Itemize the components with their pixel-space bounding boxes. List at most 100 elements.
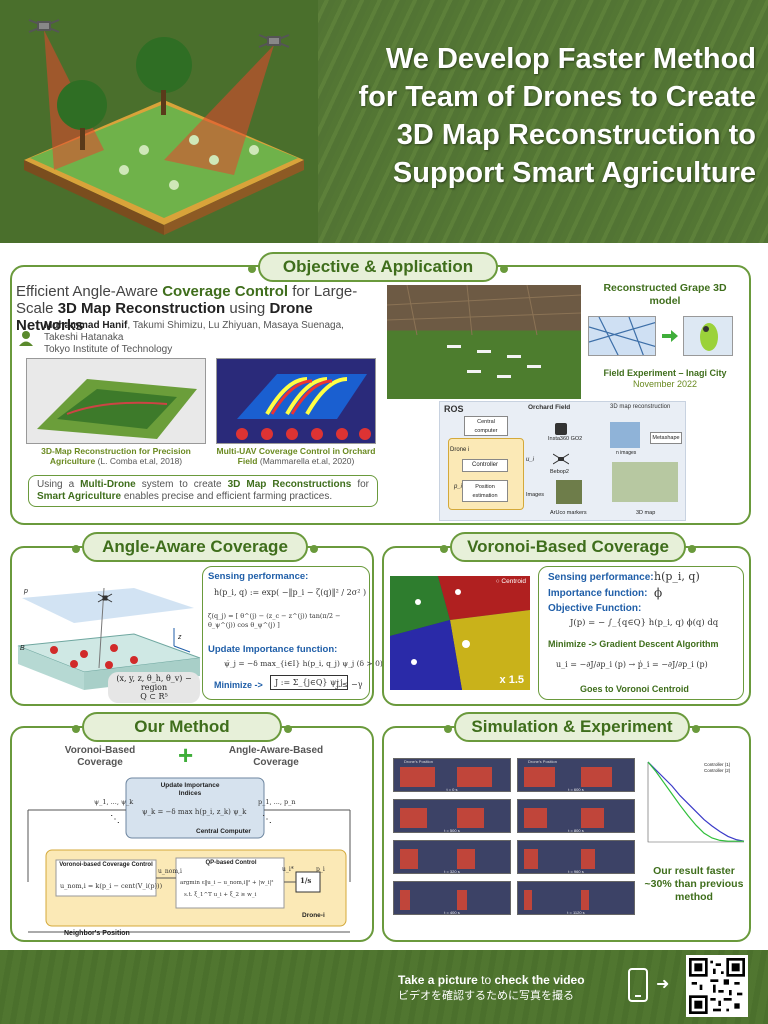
3d-map-result-image bbox=[612, 462, 678, 502]
voronoi-control-title: Voronoi-based Coverage Control bbox=[59, 862, 153, 868]
field-experiment-label: Field Experiment – Inagi City November 2… bbox=[603, 368, 727, 389]
coverage-chart bbox=[647, 761, 745, 843]
region-label: (x, y, z, θ_h, θ_v) − region Q ⊂ R⁵ bbox=[108, 672, 200, 703]
qp-eq-1: argmin ε‖u_i − u_nom,i‖² + |w_i|² bbox=[180, 880, 274, 886]
covered-region bbox=[581, 808, 604, 828]
central-computer-box: Central computer bbox=[464, 416, 508, 436]
qr-code[interactable] bbox=[686, 955, 748, 1017]
method-block-diagram bbox=[27, 777, 351, 933]
frame-top-label: Drone's Position bbox=[528, 759, 557, 764]
insta-label: Insta360 GO2 bbox=[548, 436, 583, 442]
update-importance-title: Update Importance Indices bbox=[160, 782, 220, 797]
angle-zeta-eq: ζ(q_j) = [ θ^(j) − (z_c − z^(j)) tan(π/2… bbox=[208, 612, 341, 629]
angle-sensing-eq: h(p_i, q) := exp( −‖p_i − ζ(q)‖² / 2σ² ) bbox=[214, 588, 367, 597]
axis-b-label: B bbox=[20, 645, 25, 652]
drone-icon bbox=[553, 453, 569, 465]
simulation-pill: Simulation & Experiment bbox=[444, 712, 700, 742]
voronoi-goes-to: Goes to Voronoi Centroid bbox=[580, 684, 689, 694]
controller-box: Controller bbox=[462, 459, 508, 472]
ros-label: ROS bbox=[444, 404, 464, 414]
footer-background-photo bbox=[0, 950, 768, 1024]
map-recon-label: 3D map reconstruction bbox=[610, 404, 671, 410]
simulation-frames: Drone's Position t = 0 s Drone's Position t… bbox=[393, 758, 635, 920]
legend-item-2: Controller (2) bbox=[704, 768, 731, 773]
psi-left-label: ψ_1, ..., ψ_k bbox=[94, 798, 134, 806]
frame-time-label: t = 400 s bbox=[444, 910, 460, 915]
simulation-frame: t = 500 s bbox=[393, 799, 511, 833]
poster-title: We Develop Faster Method for Team of Dro… bbox=[358, 43, 756, 189]
p-i-label: p_i bbox=[454, 484, 463, 490]
n-images-image bbox=[610, 422, 640, 448]
aruco-label: ArUco markers bbox=[550, 510, 587, 516]
covered-region bbox=[400, 890, 410, 910]
person-icon bbox=[19, 331, 33, 346]
field-photo bbox=[387, 285, 581, 399]
frame-time-label: t = 0 s bbox=[446, 787, 458, 792]
axis-p-label: p bbox=[24, 588, 28, 595]
arrow-right-icon: ➜ bbox=[656, 976, 670, 993]
axis-z-label: z bbox=[178, 634, 182, 641]
speed-label: x 1.5 bbox=[499, 674, 524, 686]
header-background-photo bbox=[318, 0, 768, 243]
simulation-frame: t = 800 s bbox=[517, 799, 635, 833]
qp-eq-2: s.t. ξ_1^T u_i + ξ_2 ≥ w_i bbox=[184, 892, 257, 898]
drone-icon bbox=[97, 593, 113, 603]
voronoi-importance-label: Importance function: bbox=[548, 588, 648, 599]
plus-icon: + bbox=[178, 740, 194, 770]
multi-uav-coverage-image bbox=[216, 358, 376, 444]
covered-region bbox=[581, 849, 596, 869]
n-images-label: n images bbox=[616, 450, 637, 456]
frame-time-label: t = 320 s bbox=[444, 869, 460, 874]
angle-minimize-eq: J := Σ_{j∈Q} ψ_j bbox=[270, 675, 348, 690]
orchard-label: Orchard Field bbox=[528, 404, 571, 411]
legend-item-1: Controller (1) bbox=[704, 762, 731, 767]
our-method-pill: Our Method bbox=[72, 712, 292, 742]
dots-left: ⋱ bbox=[110, 814, 120, 825]
voronoi-importance-sym: ϕ bbox=[654, 586, 663, 600]
angle-update-eq: ψ̇_j = −δ max_{i∈I} h(p_i, q_j) ψ_j (δ >… bbox=[224, 659, 383, 668]
reconstructed-grape-label: Reconstructed Grape 3D model bbox=[603, 282, 727, 307]
caption-multi-uav: Multi-UAV Coverage Control in Orchard Fi… bbox=[216, 446, 376, 466]
voronoi-image: ○ Centroid x 1.5 bbox=[390, 576, 530, 690]
centroid-label: ○ Centroid bbox=[495, 578, 526, 585]
integrator-label: 1/s bbox=[300, 876, 312, 885]
u-i-label: u_i bbox=[526, 457, 535, 463]
method-voronoi-label: Voronoi-Based Coverage bbox=[64, 745, 136, 768]
chart-legend: Controller (1) Controller (2) bbox=[704, 762, 730, 774]
covered-region bbox=[524, 849, 539, 869]
update-importance-eq: ψ_k = −δ max h(p_i, z_k) ψ_k bbox=[142, 808, 247, 816]
arrow-right-icon bbox=[662, 330, 678, 342]
voronoi-objective-eq: J(p) = − ∫_{q∈Q} h(p_i, q) ϕ(q) dq bbox=[570, 618, 719, 628]
voronoi-minimize: Minimize -> Gradient Descent Algorithm bbox=[548, 639, 719, 649]
angle-sensing-label: Sensing performance: bbox=[208, 571, 309, 582]
ros-diagram: ROS Orchard Field 3D map reconstruction … bbox=[439, 401, 686, 521]
neighbor-label: Neighbor's Position bbox=[64, 930, 130, 937]
covered-region bbox=[581, 890, 589, 910]
covered-region bbox=[581, 767, 613, 787]
method-angle-label: Angle-Aware-Based Coverage bbox=[228, 745, 324, 768]
qp-control-title: QP-based Control bbox=[205, 860, 257, 866]
frame-time-label: t = 600 s bbox=[568, 787, 584, 792]
position-estimation-box: Position estimation bbox=[462, 480, 508, 502]
voronoi-objective-label: Objective Function: bbox=[548, 603, 642, 614]
covered-region bbox=[524, 890, 532, 910]
covered-region bbox=[457, 890, 467, 910]
bebop-label: Bebop2 bbox=[550, 469, 569, 475]
drone-i-label: Drone-i bbox=[302, 912, 325, 919]
3d-map-image bbox=[26, 358, 206, 444]
central-computer-label: Central Computer bbox=[196, 828, 251, 835]
frame-time-label: t = 960 s bbox=[568, 869, 584, 874]
aruco-image bbox=[556, 480, 582, 504]
frame-top-label: Drone's Position bbox=[404, 759, 433, 764]
angle-minimize-cond: J̇ ≤ −γ bbox=[336, 680, 363, 689]
p-right-label: p_1, ..., p_n bbox=[258, 798, 296, 806]
simulation-result: Our result faster ~30% than previous met… bbox=[644, 865, 744, 903]
voronoi-sensing-sym: h(p_i, q) bbox=[654, 570, 700, 583]
frame-time-label: t = 1120 s bbox=[567, 910, 585, 915]
images-label: Images bbox=[526, 492, 545, 498]
covered-region bbox=[400, 767, 436, 787]
angle-minimize-label: Minimize -> bbox=[214, 680, 263, 690]
covered-region bbox=[457, 808, 484, 828]
chart-axes bbox=[647, 762, 744, 843]
angle-update-label: Update Importance function: bbox=[208, 644, 338, 655]
